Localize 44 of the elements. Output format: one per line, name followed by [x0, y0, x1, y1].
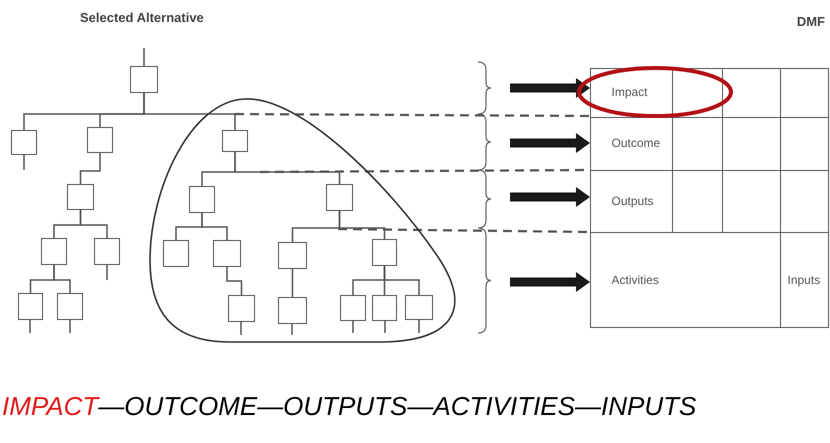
connector-line — [201, 213, 228, 240]
connector-line — [292, 269, 294, 297]
tree-box — [94, 238, 120, 265]
tree-box — [87, 127, 113, 153]
table-cell: Inputs — [780, 232, 828, 328]
tree-box — [130, 66, 158, 93]
section-heading: Selected Alternative — [80, 9, 204, 27]
tree-box — [11, 130, 37, 155]
tree-box — [222, 130, 248, 152]
table-heading: DMF — [796, 13, 825, 31]
tree-box — [326, 184, 353, 211]
tree-box — [57, 293, 83, 320]
connector-line — [80, 153, 101, 184]
connector-line — [234, 152, 340, 184]
tree-box — [18, 293, 43, 320]
dashed-line — [235, 112, 590, 118]
tree-box — [405, 295, 433, 320]
connector-line — [226, 267, 242, 295]
thick-arrow — [510, 78, 590, 98]
thick-arrow — [510, 187, 590, 207]
table-cell: Outcome — [590, 116, 722, 170]
table-cell: Outputs — [590, 170, 722, 232]
tree-box — [278, 297, 307, 324]
connector-line — [53, 265, 71, 293]
tree-box — [41, 238, 67, 265]
table-cell: Activities — [590, 232, 780, 328]
tree-box — [67, 184, 94, 210]
tree-box — [340, 295, 366, 321]
connector-line — [384, 266, 420, 295]
tree-box — [189, 186, 215, 213]
tree-box — [213, 240, 241, 267]
connector-line — [80, 210, 108, 238]
table-cell: Impact — [590, 68, 722, 116]
tree-box — [278, 242, 307, 269]
tree-box — [372, 239, 397, 266]
thick-arrow — [510, 133, 590, 153]
connector-line — [338, 211, 386, 239]
highlighted-term: IMPACT — [2, 393, 98, 419]
sequence-text: —OUTCOME—OUTPUTS—ACTIVITIES—INPUTS — [98, 393, 696, 419]
tree-box — [163, 240, 189, 267]
tree-box — [372, 295, 397, 321]
thick-arrow — [510, 272, 590, 292]
connector-line — [143, 93, 236, 130]
tree-box — [228, 295, 255, 322]
